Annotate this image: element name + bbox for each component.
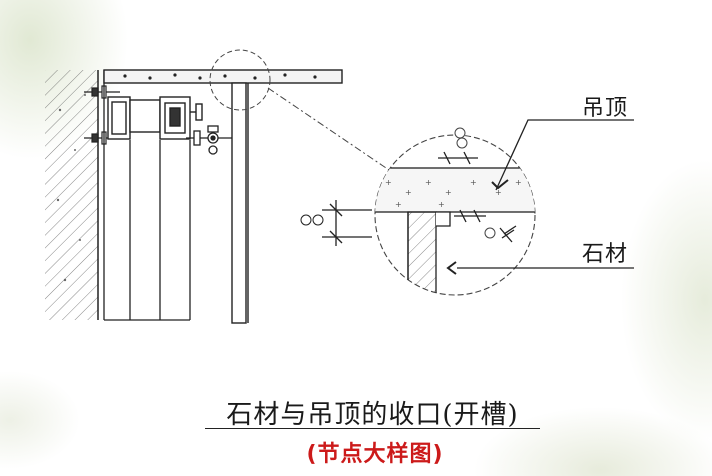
svg-text:+: + (438, 200, 445, 209)
svg-text:+: + (425, 178, 432, 187)
label-ceiling: 吊顶 (582, 96, 629, 121)
detail-magnified: +++ +++ +++ (374, 127, 536, 296)
svg-text:+: + (495, 188, 502, 197)
callout-leader (267, 87, 393, 173)
svg-text:+: + (515, 178, 522, 187)
svg-text:+: + (385, 178, 392, 187)
svg-text:+: + (445, 188, 452, 197)
label-leaders (457, 119, 634, 269)
steel-bracket (107, 96, 203, 140)
title-underline (205, 428, 540, 429)
svg-text:+: + (405, 188, 412, 197)
figure-title: 石材与吊顶的收口(开槽) (226, 400, 519, 430)
wall-stone-facing (231, 82, 249, 324)
label-stone: 石材 (582, 242, 629, 267)
stone-panels (103, 70, 191, 321)
svg-text:+: + (470, 178, 477, 187)
figure-subtitle: (节点大样图) (306, 442, 444, 467)
ceiling-board (103, 69, 343, 84)
thickness-dimension (300, 200, 372, 246)
callout-circle-small (209, 49, 271, 111)
svg-text:+: + (395, 200, 402, 209)
concrete-wall (45, 70, 99, 320)
